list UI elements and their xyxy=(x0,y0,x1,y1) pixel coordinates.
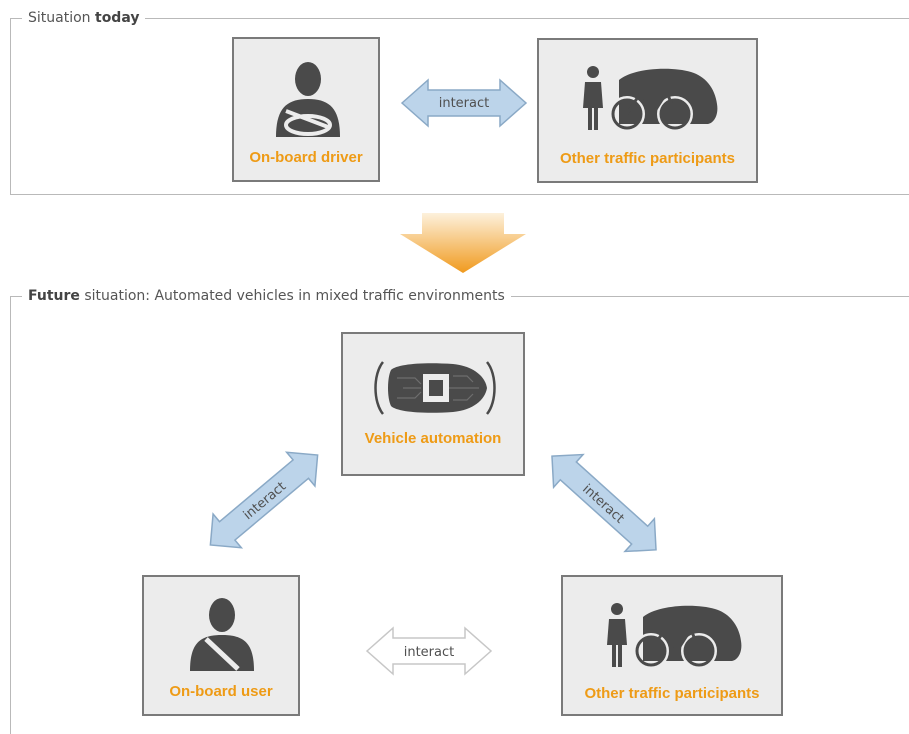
traffic-participants-icon-today xyxy=(583,66,718,132)
on-board-user-label: On-board user xyxy=(169,683,273,700)
traffic-participants-box-future: Other traffic participants xyxy=(561,575,783,716)
on-board-driver-label: On-board driver xyxy=(249,149,363,166)
on-board-driver-box: On-board driver xyxy=(232,37,380,182)
traffic-participants-box-today: Other traffic participants xyxy=(537,38,758,183)
interact-arrow-left: interact xyxy=(209,451,319,549)
seated-passenger-icon xyxy=(190,598,254,671)
traffic-participants-icon-future xyxy=(607,603,742,669)
traffic-participants-label-future: Other traffic participants xyxy=(584,685,760,702)
traffic-participants-label-today: Other traffic participants xyxy=(559,150,736,167)
on-board-user-box: On-board user xyxy=(142,575,300,716)
interact-arrow-today: interact xyxy=(400,78,528,128)
today-section-title: Situation today xyxy=(22,9,146,27)
transition-arrow-icon xyxy=(400,213,526,273)
interact-arrow-bottom: interact xyxy=(365,626,493,676)
future-section-title: Future situation: Automated vehicles in … xyxy=(22,287,511,305)
vehicle-automation-label: Vehicle automation xyxy=(364,430,502,447)
driver-icon xyxy=(276,62,340,137)
interact-arrow-right: interact xyxy=(551,453,657,553)
automated-car-chip-icon xyxy=(374,361,496,415)
vehicle-automation-box: Vehicle automation xyxy=(341,332,525,476)
today-section-frame xyxy=(10,18,909,195)
interact-label-bottom: interact xyxy=(404,645,455,660)
interact-label-today: interact xyxy=(439,96,490,111)
